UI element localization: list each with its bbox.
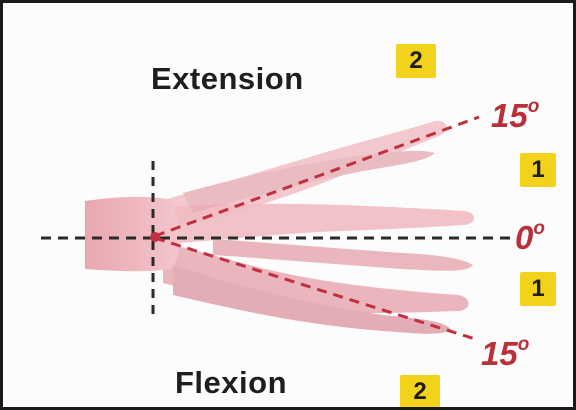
extension-label: Extension	[151, 61, 304, 97]
pivot-point	[150, 232, 160, 242]
flexion-angle-text: 15o	[481, 337, 529, 370]
lower-grade-badge: 1	[520, 272, 556, 306]
extension-grade-badge: 2	[396, 44, 436, 78]
upper-grade-badge: 1	[520, 153, 556, 187]
forearm	[85, 197, 180, 271]
extension-angle-text: 15o	[491, 99, 539, 132]
flexion-label: Flexion	[175, 365, 287, 401]
neutral-angle-text: 0o	[515, 221, 545, 254]
flexion-grade-badge: 2	[400, 375, 440, 409]
